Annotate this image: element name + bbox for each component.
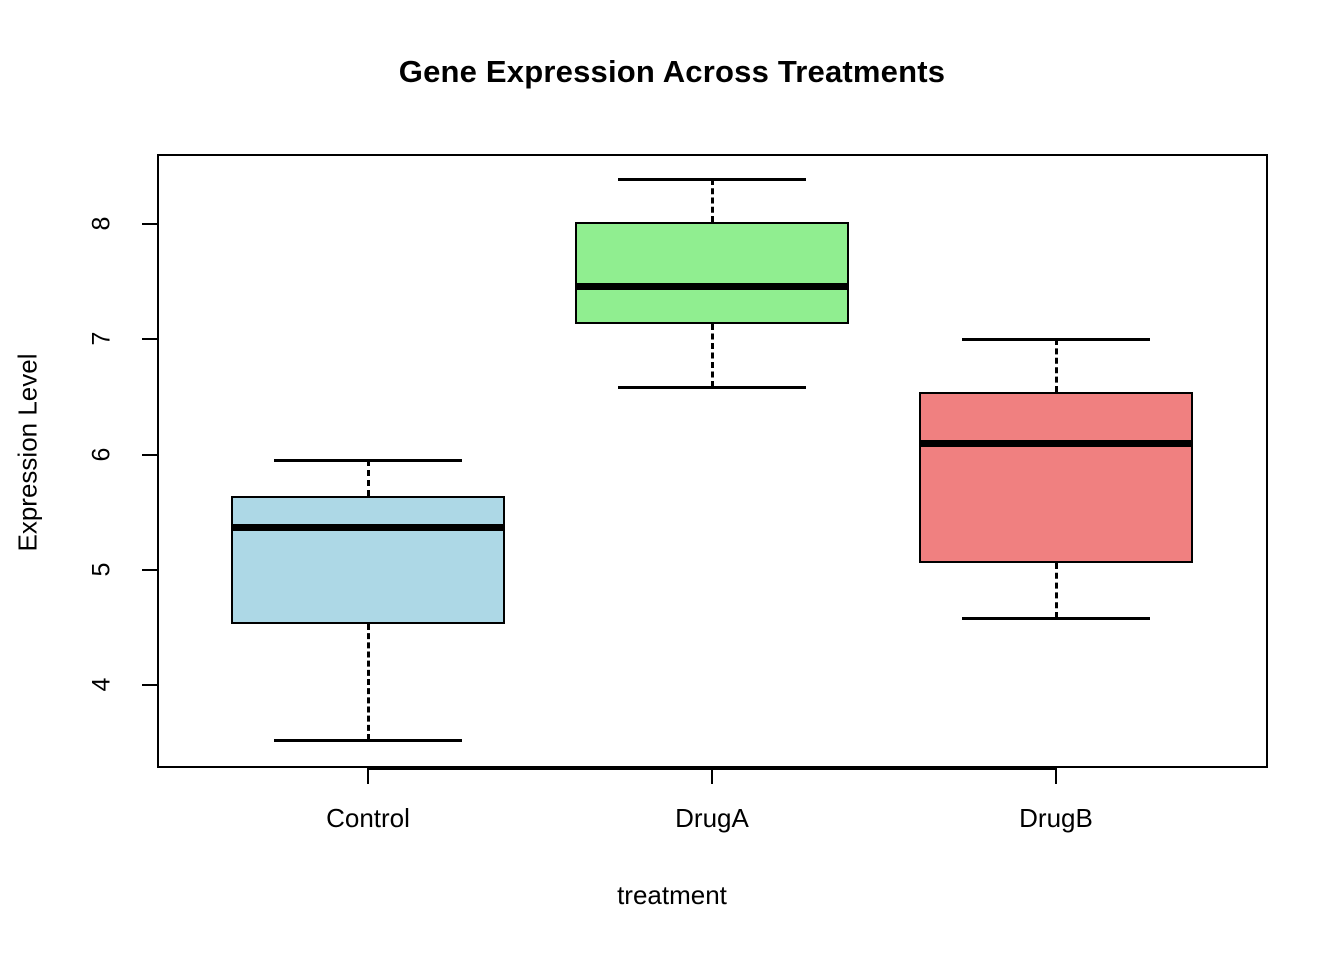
lower-whisker-cap [962,617,1150,621]
x-axis-tick [711,768,713,784]
median-line [919,439,1193,447]
x-axis-tick-label: DrugA [675,803,749,833]
x-axis-title: treatment [617,880,727,910]
lower-whisker-cap [618,385,806,389]
y-axis-tick [142,568,157,571]
x-axis-tick [367,768,369,784]
box-rect[interactable] [575,221,849,325]
lower-whisker-line [1055,562,1058,619]
box-rect[interactable] [919,392,1193,563]
y-axis-tick [142,684,157,686]
y-axis-tick [142,338,157,341]
lower-whisker-cap [274,739,462,743]
upper-whisker-cap [618,178,806,182]
y-axis-title: Expression Level [12,353,43,552]
upper-whisker-cap [962,338,1150,342]
y-axis-tick [142,223,157,225]
median-line [231,524,505,532]
y-axis-tick [142,453,157,456]
box-rect[interactable] [231,495,505,624]
x-axis-tick [1055,768,1057,784]
upper-whisker-line [1055,339,1058,393]
median-line [575,283,849,291]
chart-title: Gene Expression Across Treatments [398,54,946,89]
lower-whisker-line [711,324,714,387]
upper-whisker-cap [274,459,462,463]
x-axis-tick-label: Control [326,803,410,833]
x-axis-tick-label: DrugB [1019,803,1093,833]
lower-whisker-line [367,623,370,741]
upper-whisker-line [711,179,714,222]
upper-whisker-line [367,460,370,496]
y-axis-line [157,224,159,685]
